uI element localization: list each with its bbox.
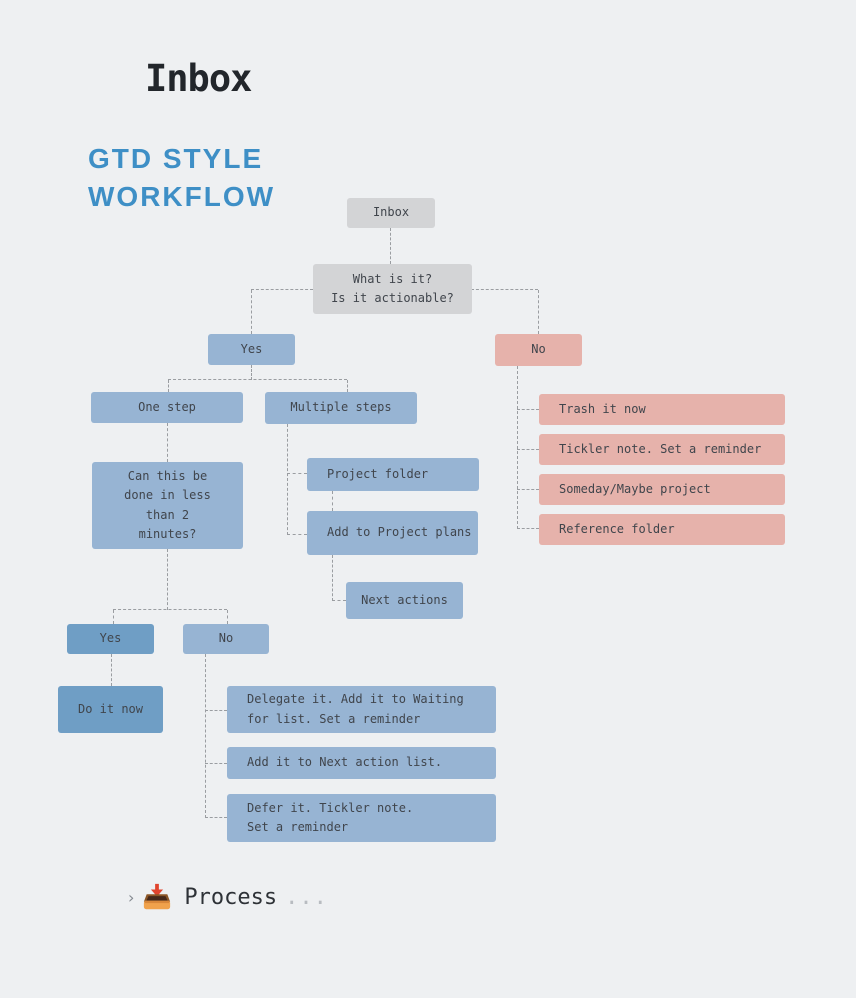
flow-node-add-to-project-plans: Add to Project plans (307, 511, 478, 555)
connector-dashed (332, 491, 333, 511)
connector-dashed (517, 409, 539, 410)
connector-dashed (111, 654, 112, 686)
connector-dashed (251, 365, 252, 380)
flow-node-add-to-next-action-list: Add it to Next action list. (227, 747, 496, 779)
flow-node-no-two-minutes: No (183, 624, 269, 654)
connector-dashed (205, 710, 227, 711)
collapsed-content-dots: ... (285, 884, 328, 910)
connector-dashed (517, 528, 539, 529)
process-heading-label[interactable]: Process (184, 884, 278, 910)
flow-node-yes-actionable: Yes (208, 334, 295, 365)
flow-node-one-step: One step (91, 392, 243, 423)
flow-node-defer: Defer it. Tickler note. Set a reminder (227, 794, 496, 842)
connector-dashed (287, 534, 307, 535)
inbox-tray-icon (144, 883, 171, 910)
flow-node-question: What is it? Is it actionable? (313, 264, 472, 314)
flow-node-tickler-note: Tickler note. Set a reminder (539, 434, 785, 465)
flow-node-delegate: Delegate it. Add it to Waiting for list.… (227, 686, 496, 733)
connector-dashed (287, 473, 307, 474)
connector-dashed (517, 489, 539, 490)
connector-dashed (205, 763, 227, 764)
connector-dashed (167, 423, 168, 462)
connector-dashed (167, 549, 168, 610)
gtd-style-workflow-heading: GTD STYLE WORKFLOW (88, 143, 276, 212)
process-heading-row: › Process ... (128, 882, 328, 912)
connector-dashed (168, 380, 169, 392)
collapse-chevron-icon[interactable]: › (128, 887, 135, 907)
flow-node-inbox: Inbox (347, 198, 435, 228)
flow-node-project-folder: Project folder (307, 458, 479, 491)
flow-node-next-actions: Next actions (346, 582, 463, 619)
connector-dashed (168, 379, 347, 380)
flow-node-trash-it-now: Trash it now (539, 394, 785, 425)
connector-dashed (205, 817, 227, 818)
flow-node-two-minutes-question: Can this be done in less than 2 minutes? (92, 462, 243, 549)
flow-node-multiple-steps: Multiple steps (265, 392, 417, 424)
connector-dashed (471, 289, 538, 290)
connector-dashed (538, 290, 539, 334)
flow-node-someday-maybe: Someday/Maybe project (539, 474, 785, 505)
connector-dashed (287, 424, 288, 535)
connector-dashed (227, 610, 228, 624)
connector-dashed (332, 555, 333, 601)
connector-dashed (517, 366, 518, 529)
flow-node-yes-two-minutes: Yes (67, 624, 154, 654)
connector-dashed (113, 610, 114, 624)
connector-dashed (251, 289, 313, 290)
connector-dashed (517, 449, 539, 450)
page-title: Inbox (145, 56, 252, 100)
flow-node-no-actionable: No (495, 334, 582, 366)
connector-dashed (390, 228, 391, 264)
flow-node-do-it-now: Do it now (58, 686, 163, 733)
connector-dashed (113, 609, 227, 610)
flow-node-reference-folder: Reference folder (539, 514, 785, 545)
connector-dashed (251, 290, 252, 334)
connector-dashed (205, 654, 206, 818)
connector-dashed (332, 600, 346, 601)
connector-dashed (347, 380, 348, 392)
